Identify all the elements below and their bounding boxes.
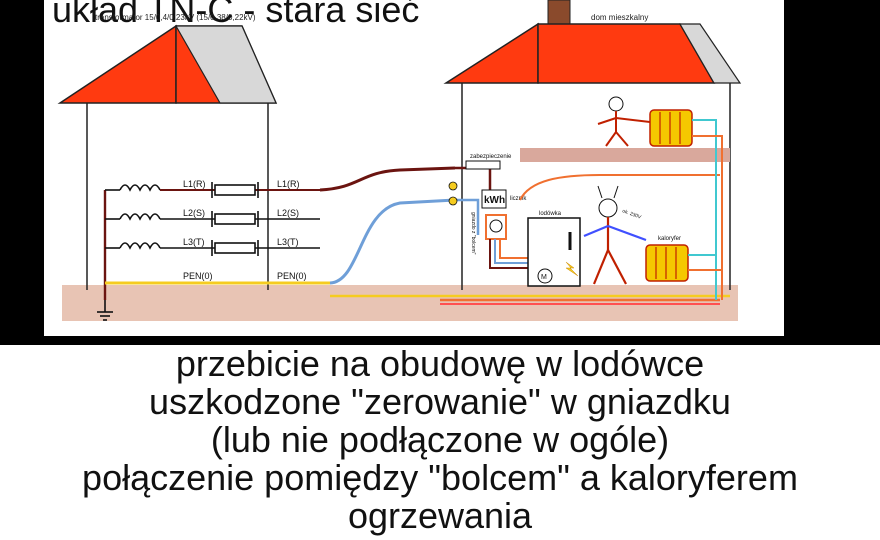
radiator-upper bbox=[649, 109, 693, 147]
fridge bbox=[527, 217, 581, 287]
radiator-lower bbox=[645, 244, 689, 282]
meter-label: licznik bbox=[510, 196, 527, 202]
meter-symbol: kWh bbox=[484, 195, 505, 206]
person-lower bbox=[583, 185, 647, 285]
label-l1-right: L1(R) bbox=[277, 179, 300, 189]
service-cables bbox=[319, 166, 730, 305]
caption-line-4: połączenie pomiędzy "bolcem" a kaloryfer… bbox=[82, 457, 798, 498]
transformer-label: transformator 15/0,4/0,23kV (15/0,38/0,2… bbox=[95, 13, 256, 22]
caption-line-3: (lub nie podłączone w ogóle) bbox=[210, 419, 670, 460]
caption: przebicie na obudowę w lodówce uszkodzon… bbox=[0, 345, 880, 540]
diagram-title: układ TN-C - stara sieć bbox=[52, 0, 419, 30]
motor-symbol: M bbox=[541, 274, 547, 281]
house-building bbox=[443, 22, 742, 290]
socket-label: gniazdo z "bolcem" bbox=[470, 212, 476, 255]
heating-pipes bbox=[688, 119, 723, 300]
meter bbox=[481, 189, 507, 209]
tnc-diagram: układ TN-C - stara sieć transformator 15… bbox=[0, 0, 880, 345]
caption-line-2: uszkodzone "zerowanie" w gniazdku bbox=[149, 381, 731, 422]
label-l2-right: L2(S) bbox=[277, 208, 299, 218]
label-l3-right: L3(T) bbox=[277, 237, 299, 247]
label-pen-right: PEN(0) bbox=[277, 271, 307, 281]
socket-face bbox=[489, 219, 503, 233]
terminal-bottom bbox=[448, 196, 458, 206]
label-l3-left: L3(T) bbox=[183, 237, 205, 247]
label-pen-left: PEN(0) bbox=[183, 271, 213, 281]
house-label: dom mieszkalny bbox=[591, 13, 648, 22]
fridge-label: lodówka bbox=[539, 211, 562, 217]
transformer-windings bbox=[97, 182, 330, 321]
caption-line-5: ogrzewania bbox=[347, 495, 533, 536]
label-l1-left: L1(R) bbox=[183, 179, 206, 189]
fuse-box bbox=[465, 160, 501, 170]
label-l2-left: L2(S) bbox=[183, 208, 205, 218]
fuse-label: zabezpieczenie bbox=[470, 154, 512, 160]
transformer-building bbox=[57, 24, 278, 290]
terminal-top bbox=[448, 181, 458, 191]
caption-line-1: przebicie na obudowę w lodówce bbox=[175, 345, 705, 384]
radiator-label: kaloryfer bbox=[658, 236, 681, 242]
fridge-wiring bbox=[489, 174, 720, 269]
person-upper bbox=[597, 96, 651, 147]
chimney bbox=[547, 0, 571, 25]
spark-icon bbox=[565, 261, 579, 277]
upper-floor bbox=[520, 148, 730, 162]
